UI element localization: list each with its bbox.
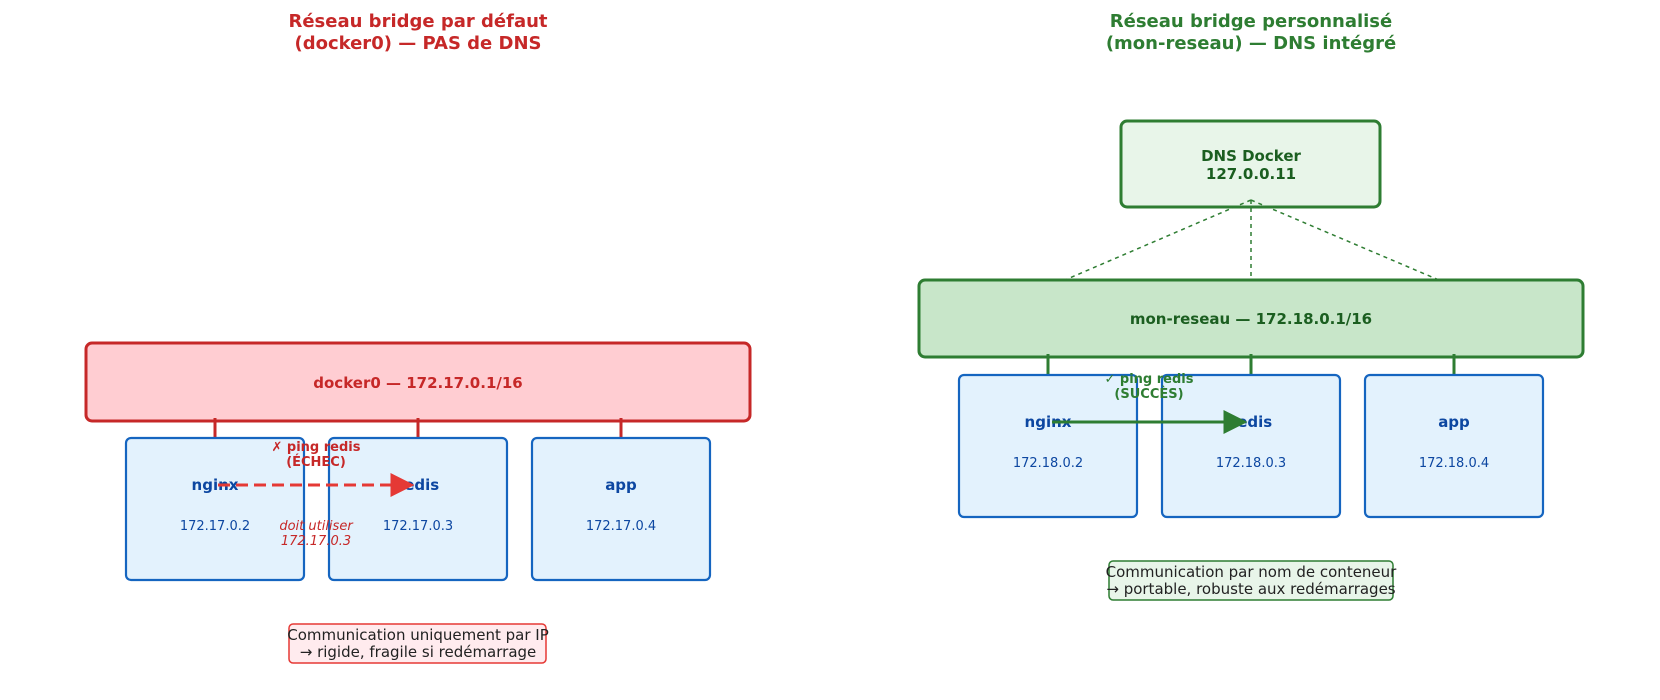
container-ip: 172.17.0.3 xyxy=(383,519,453,534)
ip-hint-line2: 172.17.0.3 xyxy=(281,534,351,549)
dns-link-app xyxy=(1250,199,1454,287)
container-ip: 172.18.0.3 xyxy=(1216,456,1286,471)
left-panel: Réseau bridge par défaut (docker0) — PAS… xyxy=(84,11,752,664)
right-container-nginx: nginx 172.18.0.2 xyxy=(957,373,1139,519)
container-name: nginx xyxy=(1025,413,1072,431)
container-ip: 172.17.0.2 xyxy=(180,519,250,534)
container-ip: 172.18.0.2 xyxy=(1013,456,1083,471)
failed-ping-label-line1: ✗ ping redis xyxy=(272,440,361,455)
right-container-redis: redis 172.18.0.3 xyxy=(1160,373,1342,519)
right-panel: Réseau bridge personnalisé (mon-reseau) … xyxy=(917,11,1585,601)
left-container-redis: redis 172.17.0.3 xyxy=(327,436,509,582)
right-title-line1: Réseau bridge personnalisé xyxy=(1110,11,1392,32)
left-container-app: app 172.17.0.4 xyxy=(530,436,712,582)
right-note-box xyxy=(1108,560,1394,601)
dns-docker-box xyxy=(1119,119,1382,209)
right-title-line2: (mon-reseau) — DNS intégré xyxy=(1106,33,1396,54)
mon-reseau-bridge-label: mon-reseau — 172.18.0.1/16 xyxy=(1130,310,1372,328)
container-box xyxy=(530,436,712,582)
container-name: nginx xyxy=(192,476,239,494)
container-box xyxy=(957,373,1139,519)
container-ip: 172.17.0.4 xyxy=(586,519,656,534)
left-container-nginx: nginx 172.17.0.2 xyxy=(124,436,306,582)
docker0-bridge-label: docker0 — 172.17.0.1/16 xyxy=(313,374,522,392)
left-note-box xyxy=(288,623,547,664)
right-note-line2: → portable, robuste aux redémarrages xyxy=(1106,580,1395,598)
container-ip: 172.18.0.4 xyxy=(1419,456,1489,471)
container-box xyxy=(124,436,306,582)
container-box xyxy=(1363,373,1545,519)
success-ping-label-line2: (SUCCÈS) xyxy=(1114,386,1183,402)
dns-docker-label: DNS Docker xyxy=(1201,147,1301,165)
dns-link-nginx xyxy=(1050,199,1252,287)
container-box xyxy=(1160,373,1342,519)
left-note-line1: Communication uniquement par IP xyxy=(287,626,549,644)
container-box xyxy=(327,436,509,582)
container-name: app xyxy=(605,476,637,494)
container-name: app xyxy=(1438,413,1470,431)
left-title-line1: Réseau bridge par défaut xyxy=(288,11,547,32)
ip-hint-line1: doit utiliser xyxy=(279,519,354,534)
left-title-line2: (docker0) — PAS de DNS xyxy=(294,33,541,54)
dns-docker-ip: 127.0.0.11 xyxy=(1206,165,1296,183)
right-note-line1: Communication par nom de conteneur xyxy=(1106,563,1398,581)
left-note-line2: → rigide, fragile si redémarrage xyxy=(300,643,537,661)
success-ping-label-line1: ✓ ping redis xyxy=(1105,372,1194,387)
right-container-app: app 172.18.0.4 xyxy=(1363,373,1545,519)
failed-ping-label-line2: (ÉCHEC) xyxy=(286,454,346,470)
